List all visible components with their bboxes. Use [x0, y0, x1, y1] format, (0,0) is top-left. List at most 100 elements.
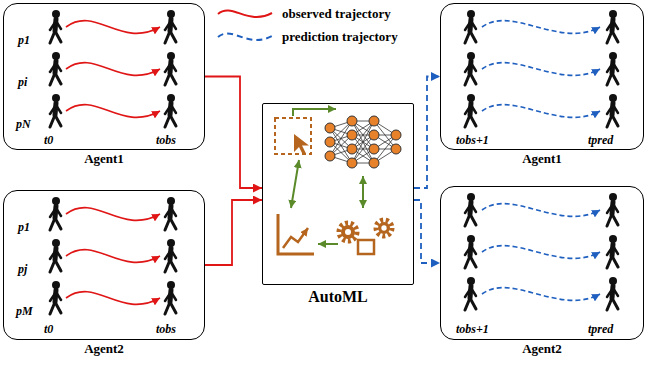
flow-arrow: [293, 109, 336, 116]
person-limb: [612, 115, 618, 126]
observed-trajectory: [66, 21, 160, 34]
prediction-trajectory: [482, 21, 600, 34]
person-limb: [165, 292, 171, 301]
symbol-label: tpred: [588, 133, 613, 147]
person-silhouette: [607, 235, 618, 268]
person-silhouette: [607, 10, 618, 43]
legend-text: prediction trajectory: [282, 29, 398, 44]
person-limb: [50, 250, 56, 259]
legend-line-sample: [218, 11, 272, 17]
person-silhouette: [165, 197, 176, 230]
person-limb: [171, 292, 176, 300]
person-limb: [471, 204, 476, 212]
person-silhouette: [165, 10, 176, 43]
person-limb: [56, 292, 61, 300]
person-silhouette: [50, 10, 61, 43]
agent-panel: Agent1: [440, 3, 644, 150]
symbol-label: tobs: [156, 133, 176, 147]
symbol-label: t0: [44, 133, 53, 147]
person-silhouette: [165, 94, 176, 127]
person-limb: [613, 204, 618, 212]
person-silhouette: [50, 52, 61, 85]
symbol-label: p1: [18, 220, 30, 234]
person-limb: [465, 256, 470, 268]
person-limb: [55, 302, 61, 313]
symbol-label: tobs: [156, 322, 176, 336]
network-neuron: [369, 158, 379, 168]
symbol-label: t0: [44, 322, 53, 336]
person-limb: [607, 288, 613, 297]
person-limb: [50, 63, 56, 72]
network-neuron: [325, 123, 335, 133]
person-limb: [471, 105, 476, 113]
person-limb: [612, 298, 618, 309]
person-limb: [170, 218, 176, 229]
network-neuron: [347, 144, 357, 154]
gear-hole: [345, 229, 351, 235]
person-limb: [56, 250, 61, 258]
person-limb: [471, 246, 476, 254]
person-limb: [165, 63, 171, 72]
network-neuron: [391, 144, 401, 154]
person-silhouette: [50, 94, 61, 127]
node-caption: AutoML: [263, 288, 413, 306]
observed-trajectory: [66, 250, 160, 263]
person-limb: [55, 115, 61, 126]
node-caption: Agent1: [441, 151, 643, 167]
node-caption: Agent2: [4, 341, 204, 357]
person-limb: [613, 246, 618, 254]
flow-arrow: [318, 243, 338, 245]
flow-arrow: [362, 176, 364, 208]
person-limb: [607, 73, 612, 85]
gear-teeth: [339, 223, 357, 241]
person-limb: [165, 208, 171, 217]
gear-body: [378, 222, 390, 234]
flow-arrow: [291, 160, 299, 208]
gear-body: [341, 225, 355, 239]
prediction-trajectory: [482, 288, 600, 301]
person-limb: [470, 115, 476, 126]
person-silhouette: [465, 52, 476, 85]
person-silhouette: [465, 193, 476, 226]
person-limb: [50, 218, 55, 230]
person-limb: [607, 214, 612, 226]
person-limb: [465, 21, 471, 30]
prediction-trajectory: [482, 204, 600, 217]
search-space-icon: [275, 118, 311, 154]
network-neuron: [325, 137, 335, 147]
person-limb: [607, 246, 613, 255]
tool-icon: [358, 240, 374, 254]
symbol-label: pi: [18, 75, 27, 89]
person-limb: [613, 21, 618, 29]
person-limb: [465, 204, 471, 213]
person-limb: [56, 105, 61, 113]
person-limb: [50, 260, 55, 272]
person-limb: [165, 105, 171, 114]
person-limb: [613, 105, 618, 113]
person-silhouette: [465, 10, 476, 43]
network-edge: [352, 121, 374, 163]
prediction-trajectory: [482, 105, 600, 118]
person-limb: [50, 302, 55, 314]
person-limb: [171, 105, 176, 113]
person-limb: [465, 31, 470, 43]
person-limb: [470, 73, 476, 84]
person-limb: [607, 115, 612, 127]
person-limb: [55, 218, 61, 229]
person-limb: [465, 298, 470, 310]
person-silhouette: [465, 94, 476, 127]
legend-line-sample: [218, 34, 272, 40]
person-limb: [50, 292, 56, 301]
person-limb: [170, 302, 176, 313]
person-limb: [612, 214, 618, 225]
network-neuron: [347, 130, 357, 140]
legend-text: observed trajectory: [282, 6, 391, 21]
symbol-label: pN: [16, 117, 31, 131]
symbol-label: p1: [18, 33, 30, 47]
observation-connector: [205, 200, 262, 265]
person-limb: [50, 115, 55, 127]
person-limb: [171, 21, 176, 29]
network-neuron: [347, 158, 357, 168]
person-limb: [612, 73, 618, 84]
